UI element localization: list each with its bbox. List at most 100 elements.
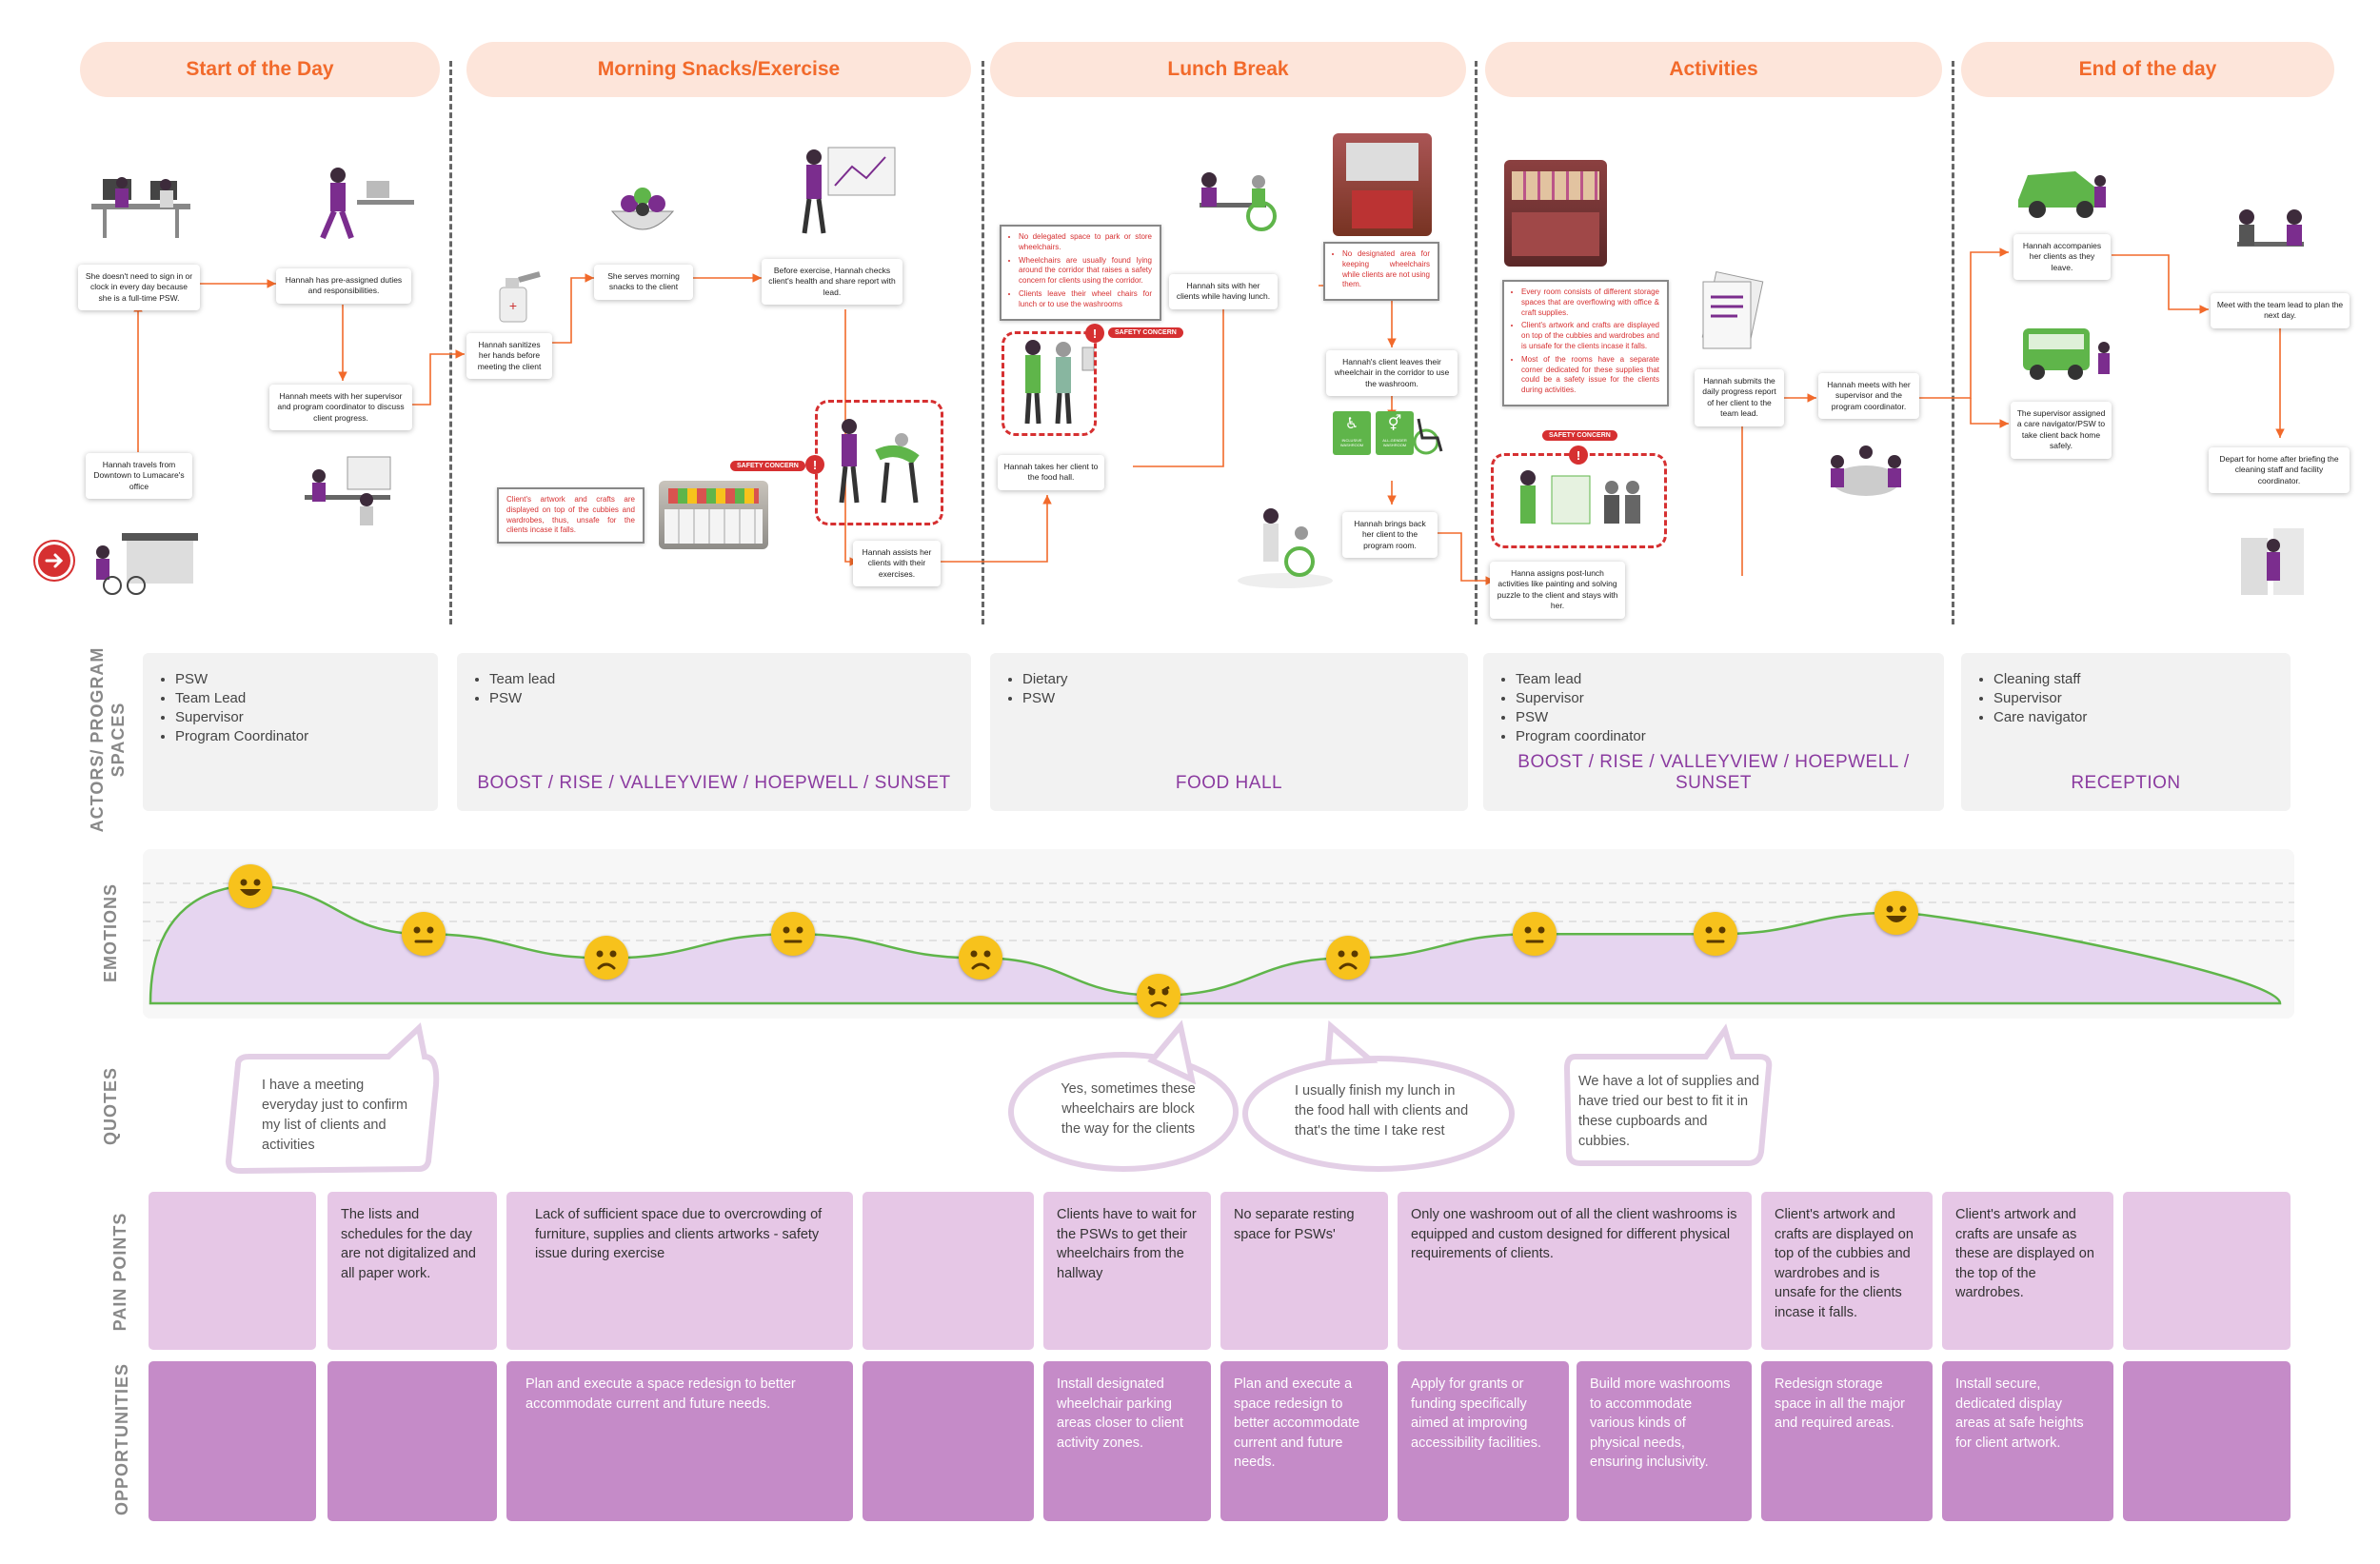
step-bring-back-client: Hannah brings back her client to the pro… — [1342, 512, 1438, 559]
pain-point-2: The lists and schedules for the day are … — [327, 1192, 497, 1350]
phase-divider — [449, 61, 452, 624]
actor-item: Team lead — [489, 670, 555, 689]
lunch-table-illustration — [1200, 172, 1277, 231]
phase-divider — [1952, 61, 1954, 624]
actor-item: Team lead — [1516, 670, 1646, 689]
svg-text:+: + — [509, 298, 517, 313]
step-post-lunch-activities: Hanna assigns post-lunch activities like… — [1490, 562, 1625, 619]
happy-face-icon — [228, 863, 272, 908]
neutral-face-icon — [1513, 912, 1557, 957]
activities-concern-frame — [1491, 453, 1667, 548]
phase-end-of-day: End of the day — [1961, 42, 2334, 97]
wheelchair-concern-frame — [1002, 331, 1097, 436]
pain-point-3: Lack of sufficient space due to overcrow… — [506, 1192, 853, 1350]
quote-wheelchairs: Yes, sometimes these wheelchairs are blo… — [1061, 1081, 1196, 1137]
row-label-opportunities: OPPORTUNITIES — [112, 1363, 131, 1516]
quote-bubbles — [225, 1020, 1773, 1175]
bus-home-illustration — [2023, 328, 2110, 380]
actor-item: Program coordinator — [1516, 727, 1646, 746]
opportunity-9: Redesign storage space in all the major … — [1761, 1361, 1933, 1521]
corridor-photo — [1333, 133, 1432, 236]
actors-end-of-day: Cleaning staffSupervisorCare navigatorRE… — [1961, 653, 2291, 811]
row-label-actors: ACTORS/ PROGRAM SPACES — [88, 646, 128, 833]
team-meeting-illustration — [1831, 445, 1901, 496]
salad-bowl-illustration — [610, 188, 675, 230]
phase-divider — [1475, 61, 1478, 624]
emotion-curve-chart — [143, 849, 2294, 1019]
warning-icon: ! — [1085, 324, 1104, 343]
opportunity-1 — [149, 1361, 316, 1521]
happy-face-icon — [1874, 890, 1918, 935]
sad-face-icon — [1326, 936, 1370, 980]
step-care-navigator: The supervisor assigned a care navigator… — [2011, 402, 2112, 459]
artwork-cubbies-photo — [659, 481, 768, 549]
step-travel-to-office: Hannah travels from Downtown to Lumacare… — [86, 453, 192, 500]
pain-point-4 — [863, 1192, 1034, 1350]
quote-bubble-2-tail — [1147, 1020, 1197, 1085]
actor-item: Cleaning staff — [1993, 670, 2087, 689]
quote-bubble-2 — [1008, 1052, 1239, 1172]
step-sit-with-clients: Hannah sits with her clients while havin… — [1169, 274, 1278, 309]
step-plan-next-day: Meet with the team lead to plan the next… — [2211, 293, 2350, 328]
warning-icon: ! — [1569, 445, 1588, 465]
opportunity-2 — [327, 1361, 497, 1521]
safety-concern-badge: SAFETY CONCERN — [730, 461, 805, 471]
pain-point-7: Only one washroom out of all the client … — [1398, 1192, 1752, 1350]
step-meet-coordinator: Hannah meets with her supervisor and the… — [1818, 373, 1919, 420]
report-documents-illustration — [1701, 270, 1764, 349]
sanitizer-illustration: + — [499, 271, 541, 323]
sad-face-icon — [585, 936, 628, 980]
pain-point-1 — [149, 1192, 316, 1350]
wheelchair-return-illustration — [1238, 508, 1333, 588]
step-submit-report: Hannah submits the daily progress report… — [1695, 369, 1784, 426]
concern-artwork-morning: Client's artwork and crafts are displaye… — [497, 487, 645, 544]
concern-storage-activities: Every room consists of different storage… — [1502, 280, 1669, 406]
quote-bubble-3-tail — [1324, 1020, 1378, 1066]
office-desk-illustration — [91, 177, 190, 238]
step-sanitize-hands: Hannah sanitizes her hands before meetin… — [466, 333, 552, 380]
psw-with-client-illustration — [1024, 340, 1095, 425]
actors-lunch: DietaryPSWFOOD HALL — [990, 653, 1468, 811]
neutral-face-icon — [771, 912, 815, 957]
actor-item: PSW — [489, 689, 555, 708]
opportunity-6: Plan and execute a space redesign to bet… — [1220, 1361, 1388, 1521]
flow-arrows — [133, 247, 2285, 585]
row-label-pain-points: PAIN POINTS — [110, 1212, 129, 1332]
opportunity-11 — [2123, 1361, 2291, 1521]
all-gender-washroom-sign: ⚥ ALL-GENDER WASHROOM — [1376, 411, 1414, 455]
painting-activity-illustration — [1520, 470, 1640, 525]
actor-item: Team Lead — [175, 689, 308, 708]
quote-bubble-3 — [1242, 1056, 1515, 1172]
step-pre-assigned-duties: Hannah has pre-assigned duties and respo… — [276, 268, 411, 304]
concern-wheelchairs-lunch: No delegated space to park or store whee… — [1000, 225, 1161, 321]
pain-point-8: Client's artwork and crafts are displaye… — [1761, 1192, 1933, 1350]
quote-bubble-4 — [1563, 1023, 1773, 1166]
step-serve-snacks: She serves morning snacks to the client — [594, 265, 693, 300]
actor-item: Supervisor — [175, 708, 308, 727]
actor-item: Program Coordinator — [175, 727, 308, 746]
warning-icon: ! — [805, 455, 824, 474]
actors-morning: Team leadPSWBOOST / RISE / VALLEYVIEW / … — [457, 653, 971, 811]
phase-activities: Activities — [1485, 42, 1942, 97]
car-pickup-illustration — [2018, 171, 2106, 218]
step-wheelchair-corridor: Hannah's client leaves their wheelchair … — [1326, 350, 1458, 397]
phase-divider — [982, 61, 984, 624]
step-no-clock-in: She doesn't need to sign in or clock in … — [78, 265, 200, 311]
opportunity-4 — [863, 1361, 1034, 1521]
actors-activities: Team leadSupervisorPSWProgram coordinato… — [1483, 653, 1944, 811]
step-meet-supervisor: Hannah meets with her supervisor and pro… — [269, 385, 412, 431]
step-depart-home: Depart for home after briefing the clean… — [2209, 447, 2350, 494]
wheelchair-icon — [1413, 418, 1443, 455]
planning-meeting-illustration — [2237, 209, 2304, 247]
sad-face-icon — [959, 936, 1002, 980]
actor-item: PSW — [1516, 708, 1646, 727]
opportunity-7: Apply for grants or funding specifically… — [1398, 1361, 1569, 1521]
actor-item: Care navigator — [1993, 708, 2087, 727]
phase-lunch-break: Lunch Break — [990, 42, 1466, 97]
step-check-health: Before exercise, Hannah checks client's … — [762, 259, 902, 306]
actor-item: Supervisor — [1993, 689, 2087, 708]
start-arrow-icon[interactable] — [38, 544, 70, 577]
exercise-illustration — [839, 419, 920, 504]
opportunity-3: Plan and execute a space redesign to bet… — [506, 1361, 853, 1521]
